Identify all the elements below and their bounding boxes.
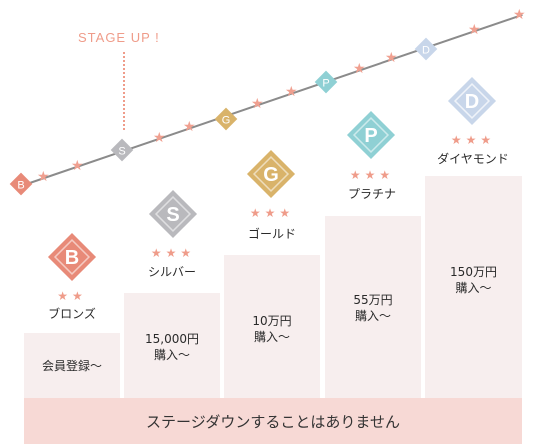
star-icon: ★ bbox=[285, 84, 298, 101]
rank-condition: 10万円 bbox=[252, 314, 292, 328]
rank-name-gold: ゴールド bbox=[247, 227, 296, 241]
rank-badge-icon-bronze: B bbox=[47, 232, 97, 282]
rank-condition-sub: 購入〜 bbox=[455, 281, 492, 295]
rank-stars-bronze: ★★ bbox=[57, 289, 87, 303]
star-icon: ★ bbox=[153, 129, 166, 146]
rank-condition: 会員登録〜 bbox=[41, 359, 102, 373]
rank-stars-diamond: ★★★ bbox=[450, 133, 496, 147]
mini-diamond-letter: D bbox=[422, 45, 430, 57]
rank-stars-gold: ★★★ bbox=[249, 206, 295, 220]
rank-name-diamond: ダイヤモンド bbox=[437, 152, 509, 166]
star-icon: ★ bbox=[183, 119, 196, 136]
rank-name-silver: シルバー bbox=[147, 265, 196, 279]
rank-condition-sub: 購入〜 bbox=[354, 309, 391, 323]
rank-badge-letter: B bbox=[65, 247, 79, 269]
rank-name-platinum: プラチナ bbox=[347, 187, 396, 201]
rank-badge-letter: G bbox=[263, 164, 279, 186]
rank-bar-gold: 10万円 購入〜 bbox=[224, 255, 320, 398]
mini-diamond-icon-diamond: D bbox=[414, 37, 438, 61]
rank-stars-platinum: ★★★ bbox=[349, 168, 395, 182]
rank-badge-letter: S bbox=[166, 204, 179, 226]
mini-diamond-icon-gold: G bbox=[214, 107, 238, 131]
no-stage-down-banner: ステージダウンすることはありません bbox=[24, 398, 522, 444]
star-icon: ★ bbox=[71, 157, 84, 174]
rank-badge-icon-gold: G bbox=[246, 149, 296, 199]
stage-up-pointer bbox=[123, 52, 125, 130]
rank-badge-icon-silver: S bbox=[148, 189, 198, 239]
star-icon: ★ bbox=[353, 61, 366, 78]
rank-condition: 15,000円 bbox=[145, 332, 199, 346]
rank-badge-icon-platinum: P bbox=[346, 110, 396, 160]
star-icon: ★ bbox=[251, 96, 264, 113]
rank-badge-letter: D bbox=[465, 91, 479, 113]
rank-bar-platinum: 55万円 購入〜 bbox=[325, 216, 421, 398]
star-icon: ★ bbox=[385, 50, 398, 67]
rank-condition: 150万円 bbox=[450, 265, 497, 279]
mini-diamond-letter: G bbox=[222, 115, 231, 127]
rank-bar-bronze: 会員登録〜 bbox=[24, 333, 120, 398]
footer-text: ステージダウンすることはありません bbox=[146, 412, 400, 431]
rank-badge-letter: P bbox=[364, 125, 377, 147]
star-icon: ★ bbox=[37, 169, 50, 186]
rank-bar-silver: 15,000円 購入〜 bbox=[124, 293, 220, 398]
mini-diamond-letter: S bbox=[118, 146, 125, 158]
mini-diamond-icon-platinum: P bbox=[314, 70, 338, 94]
mini-diamond-icon-silver: S bbox=[110, 138, 134, 162]
mini-diamond-letter: B bbox=[17, 180, 24, 192]
rank-condition: 55万円 bbox=[353, 293, 393, 307]
rank-condition-sub: 購入〜 bbox=[253, 330, 290, 344]
rank-name-bronze: ブロンズ bbox=[48, 307, 96, 321]
stage-up-label: STAGE UP ! bbox=[78, 30, 160, 45]
rank-condition-sub: 購入〜 bbox=[153, 348, 190, 362]
mini-diamond-letter: P bbox=[322, 78, 329, 90]
star-icon: ★ bbox=[468, 22, 481, 39]
rank-stars-silver: ★★★ bbox=[150, 246, 196, 260]
star-icon: ★ bbox=[513, 6, 526, 23]
rank-bar-diamond: 150万円 購入〜 bbox=[425, 176, 522, 398]
rank-badge-icon-diamond: D bbox=[447, 76, 497, 126]
mini-diamond-icon-bronze: B bbox=[9, 172, 33, 196]
